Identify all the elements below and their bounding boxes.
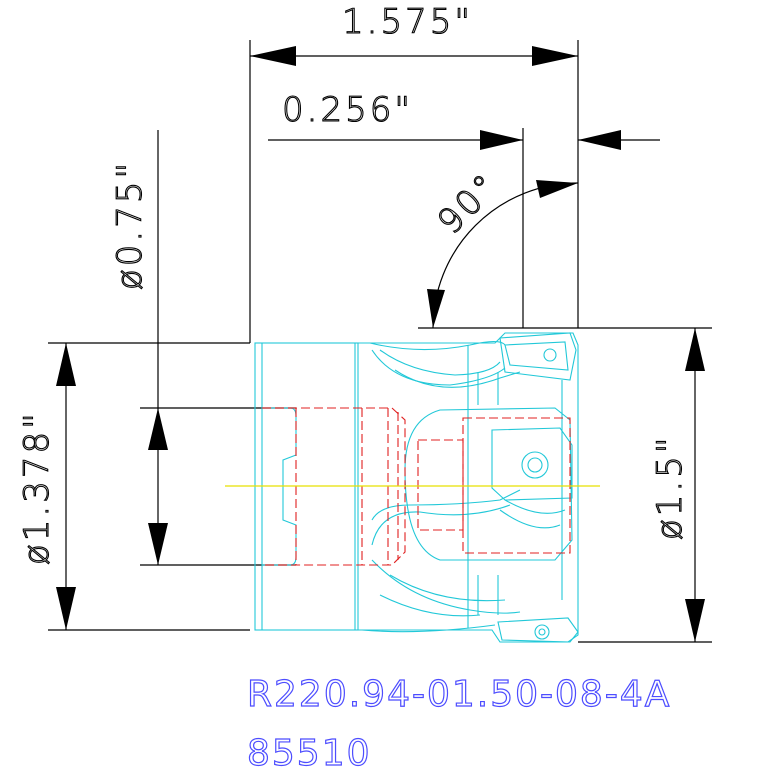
dimension-cutting-diameter: ø1.5" bbox=[578, 327, 712, 643]
body-diameter-label: ø1.378" bbox=[17, 410, 57, 565]
dimension-insert-offset: 0.256" bbox=[268, 89, 660, 328]
part-number-label: R220.94-01.50-08-4A bbox=[247, 674, 671, 715]
overall-length-label: 1.575" bbox=[342, 2, 473, 42]
dimension-body-diameter: ø1.378" bbox=[16, 342, 250, 631]
part-code-label: 85510 bbox=[247, 733, 372, 767]
angle-label: 90° bbox=[430, 165, 507, 242]
dimension-shank-diameter: ø0.75" bbox=[109, 130, 296, 566]
cutting-diameter-label: ø1.5" bbox=[650, 434, 690, 540]
cutter-body-outline bbox=[254, 332, 579, 643]
insert-offset-label: 0.256" bbox=[282, 90, 413, 130]
shank-diameter-label: ø0.75" bbox=[110, 160, 150, 290]
dimension-angle: 90° bbox=[418, 165, 579, 329]
dimension-overall-length: 1.575" bbox=[249, 1, 579, 343]
